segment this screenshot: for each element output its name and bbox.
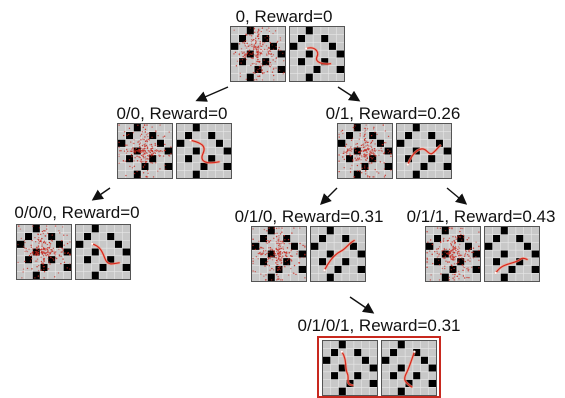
edge-0-1-0-to-0-1-0-1 <box>349 296 375 314</box>
edge-0-0-to-0-0-0 <box>91 187 111 201</box>
node-label-0-0: 0/0, Reward=0 <box>116 104 228 123</box>
node-0-1-0-samples-panel-maze <box>252 227 306 281</box>
node-0-0-samples-panel-maze <box>118 124 172 178</box>
node-0-1-0-trajectory-panel <box>310 226 366 282</box>
node-label-0-1-0: 0/1/0, Reward=0.31 <box>234 207 384 226</box>
node-0-1-0-1-trajectory-panel-b-maze <box>382 341 436 395</box>
node-0-0-0-trajectory-panel-maze <box>76 225 130 279</box>
node-0-1-1-samples-panel <box>425 226 481 282</box>
edge-root-to-0-0 <box>195 86 229 102</box>
node-label-root: 0, Reward=0 <box>235 7 333 26</box>
selected-node-highlight <box>317 336 441 398</box>
node-0-1-0-1-trajectory-panel-a-maze <box>323 341 377 395</box>
edge-0-1-to-0-1-1 <box>446 187 468 205</box>
node-root-samples-panel-maze <box>231 27 285 81</box>
node-0-0-0-samples-panel <box>16 224 72 280</box>
node-label-0-1-1: 0/1/1, Reward=0.43 <box>406 207 556 226</box>
edge-0-1-to-0-1-0 <box>320 187 338 205</box>
node-0-1-trajectory-panel-maze <box>397 124 451 178</box>
node-label-0-1-0-1: 0/1/0/1, Reward=0.31 <box>297 316 461 335</box>
node-0-1-0-trajectory-panel-maze <box>311 227 365 281</box>
node-0-0-trajectory-panel <box>176 123 232 179</box>
node-0-1-0-1-trajectory-panel-a <box>322 340 378 396</box>
node-0-1-samples-panel-maze <box>338 124 392 178</box>
node-0-0-trajectory-panel-maze <box>177 124 231 178</box>
node-0-0-0-trajectory-panel <box>75 224 131 280</box>
node-0-1-trajectory-panel <box>396 123 452 179</box>
node-root-trajectory-panel <box>289 26 345 82</box>
node-0-1-1-trajectory-panel-maze <box>485 227 539 281</box>
node-root-trajectory-panel-maze <box>290 27 344 81</box>
node-0-1-samples-panel <box>337 123 393 179</box>
node-0-1-0-samples-panel <box>251 226 307 282</box>
node-0-0-samples-panel <box>117 123 173 179</box>
node-0-1-1-trajectory-panel <box>484 226 540 282</box>
node-0-1-1-samples-panel-maze <box>426 227 480 281</box>
node-0-0-0-samples-panel-maze <box>17 225 71 279</box>
edge-root-to-0-1 <box>337 86 361 102</box>
node-label-0-0-0: 0/0/0, Reward=0 <box>14 203 140 222</box>
node-root-samples-panel <box>230 26 286 82</box>
node-label-0-1: 0/1, Reward=0.26 <box>325 104 461 123</box>
node-0-1-0-1-trajectory-panel-b <box>381 340 437 396</box>
